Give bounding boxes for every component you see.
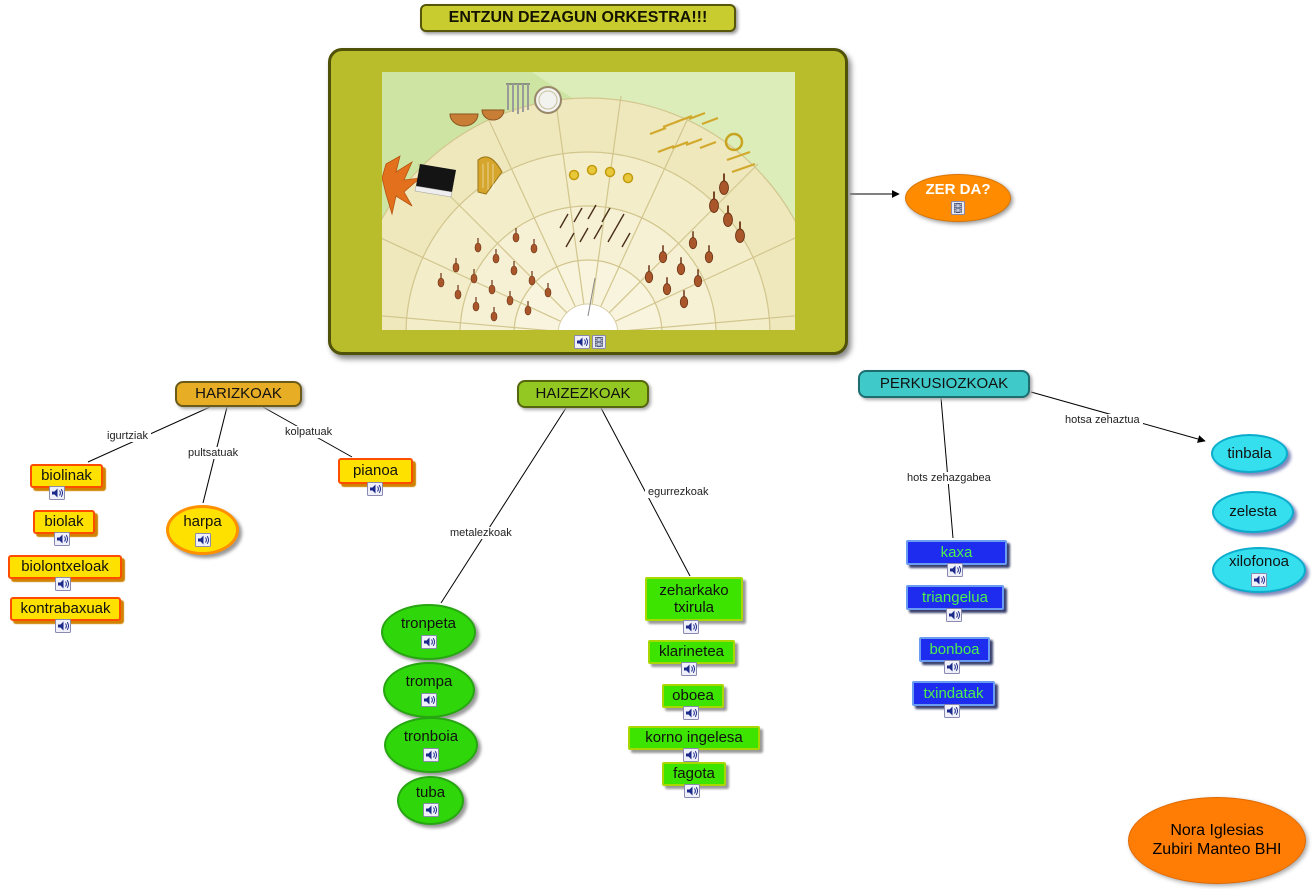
connector-line (440, 407, 567, 604)
speaker-icon[interactable] (683, 620, 699, 634)
node-label: ZER DA? (925, 181, 991, 199)
category-label: PERKUSIOZKOAK (879, 375, 1009, 393)
credit-line1: Nora Iglesias (1170, 822, 1264, 840)
link-label-egurrezkoak: egurrezkoak (645, 486, 712, 498)
speaker-icon[interactable] (55, 619, 71, 633)
node-label: zelesta (1229, 503, 1277, 521)
node-triangelua[interactable]: triangelua (906, 585, 1004, 610)
category-label: HARIZKOAK (195, 385, 282, 403)
node-label: tuba (415, 783, 446, 801)
speaker-icon[interactable] (1251, 573, 1267, 587)
category-perkusiozkoak[interactable]: PERKUSIOZKOAK (858, 370, 1030, 398)
node-oboea[interactable]: oboea (662, 684, 724, 708)
category-harizkoak[interactable]: HARIZKOAK (175, 381, 302, 407)
map-title-label: ENTZUN DEZAGUN ORKESTRA!!! (448, 9, 708, 26)
link-label-igurtziak: igurtziak (104, 430, 151, 442)
link-label-hots-zehazgabea: hots zehazgabea (904, 472, 994, 484)
node-label: tronpeta (400, 615, 457, 633)
node-label: korno ingelesa (645, 729, 743, 747)
orchestra-image-node[interactable] (328, 48, 848, 355)
category-haizezkoak[interactable]: HAIZEZKOAK (517, 380, 649, 408)
node-label: biolinak (41, 467, 92, 485)
node-label: tronboia (403, 728, 459, 746)
speaker-icon[interactable] (423, 748, 439, 762)
link-label-kolpatuak: kolpatuak (282, 426, 336, 438)
node-biolak[interactable]: biolak (33, 510, 95, 534)
speaker-icon[interactable] (421, 635, 437, 649)
speaker-icon[interactable] (944, 704, 960, 718)
speaker-icon[interactable] (574, 335, 590, 349)
speaker-icon[interactable] (684, 784, 700, 798)
node-tronpeta[interactable]: tronpeta (381, 604, 476, 660)
node-label: fagota (673, 765, 715, 783)
node-label: tinbala (1227, 444, 1272, 462)
node-tinbala[interactable]: tinbala (1211, 434, 1288, 473)
node-label: pianoa (352, 462, 399, 480)
node-label: zeharkako txirula (659, 581, 729, 616)
link-label-hotsa-zehaztua: hotsa zehaztua (1062, 414, 1143, 426)
speaker-icon[interactable] (55, 577, 71, 591)
node-trompa[interactable]: trompa (383, 662, 475, 718)
credit-node[interactable]: Nora Iglesias Zubiri Manteo BHI (1128, 797, 1306, 884)
node-pianoa[interactable]: pianoa (338, 458, 413, 484)
speaker-icon[interactable] (367, 482, 383, 496)
node-label: kaxa (940, 543, 973, 561)
node-label: biolak (44, 513, 84, 531)
link-label-metalezkoak: metalezkoak (447, 527, 515, 539)
speaker-icon[interactable] (681, 662, 697, 676)
category-label: HAIZEZKOAK (535, 385, 631, 403)
speaker-icon[interactable] (49, 486, 65, 500)
node-biolinak[interactable]: biolinak (30, 464, 103, 488)
node-biolontxeloak[interactable]: biolontxeloak (8, 555, 122, 579)
node-tuba[interactable]: tuba (397, 776, 464, 825)
node-label: kontrabaxuak (20, 600, 111, 618)
node-label: xilofonoa (1228, 553, 1290, 571)
node-fagota[interactable]: fagota (662, 762, 726, 786)
node-label: triangelua (922, 588, 988, 606)
node-label: trompa (405, 673, 453, 691)
node-klarinetea[interactable]: klarinetea (648, 640, 735, 664)
speaker-icon[interactable] (944, 660, 960, 674)
node-zer-da[interactable]: ZER DA? (905, 174, 1011, 222)
node-label: bonboa (929, 640, 980, 658)
speaker-icon[interactable] (195, 533, 211, 547)
node-kaxa[interactable]: kaxa (906, 540, 1007, 565)
node-txindatak[interactable]: txindatak (912, 681, 995, 706)
orchestra-illustration (382, 72, 795, 330)
frame-media-icons (574, 333, 606, 349)
speaker-icon[interactable] (947, 563, 963, 577)
node-label: oboea (672, 687, 714, 705)
speaker-icon[interactable] (54, 532, 70, 546)
node-tronboia[interactable]: tronboia (384, 717, 478, 773)
speaker-icon[interactable] (421, 693, 437, 707)
connector-line (940, 397, 954, 539)
speaker-icon[interactable] (683, 748, 699, 762)
speaker-icon[interactable] (946, 608, 962, 622)
map-title[interactable]: ENTZUN DEZAGUN ORKESTRA!!! (420, 4, 736, 32)
speaker-icon[interactable] (683, 706, 699, 720)
node-bonboa[interactable]: bonboa (919, 637, 990, 662)
film-icon[interactable] (951, 201, 965, 215)
node-zeharkako-txirula[interactable]: zeharkako txirula (645, 577, 743, 621)
node-xilofonoa[interactable]: xilofonoa (1212, 547, 1306, 593)
node-label: txindatak (923, 684, 984, 702)
node-harpa[interactable]: harpa (166, 505, 239, 555)
node-label: klarinetea (658, 643, 725, 661)
node-kontrabaxuak[interactable]: kontrabaxuak (10, 597, 121, 621)
link-label-pultsatuak: pultsatuak (185, 447, 242, 459)
node-label: biolontxeloak (21, 558, 109, 576)
node-label: harpa (183, 513, 222, 531)
film-icon[interactable] (592, 335, 606, 349)
speaker-icon[interactable] (423, 803, 439, 817)
node-zelesta[interactable]: zelesta (1212, 491, 1294, 533)
credit-line2: Zubiri Manteo BHI (1152, 840, 1282, 858)
node-korno-ingelesa[interactable]: korno ingelesa (628, 726, 760, 750)
